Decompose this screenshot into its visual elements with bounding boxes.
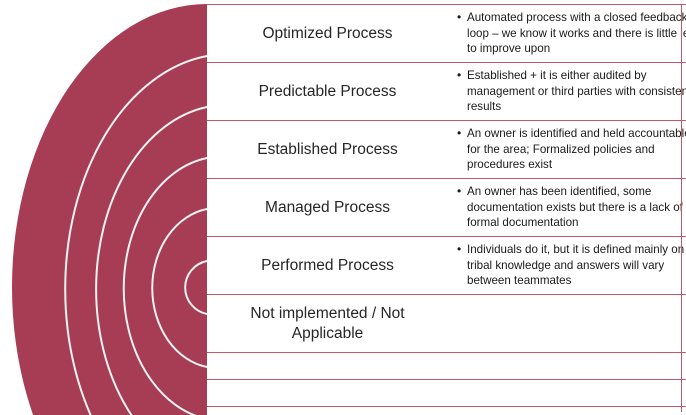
table-row[interactable]: Managed Process An owner has been identi… (207, 178, 686, 237)
stage-label: Managed Process (207, 178, 448, 237)
table-row[interactable]: Not implemented / Not Applicable (207, 294, 686, 353)
stage-description: An owner has been identified, some docum… (448, 178, 686, 237)
stage-label: Not implemented / Not Applicable (207, 294, 448, 353)
table-row[interactable] (207, 352, 686, 380)
stage-label (207, 379, 448, 407)
table-row[interactable]: Optimized Process Automated process with… (207, 4, 686, 63)
stage-description: An owner is identified and held accounta… (448, 120, 686, 179)
bullet-item: An owner is identified and held accounta… (457, 126, 686, 172)
bullet-item: Established + it is either audited by ma… (457, 68, 686, 114)
stage-label (207, 406, 448, 415)
stage-description (448, 352, 686, 380)
table-row[interactable] (207, 379, 686, 407)
stage-description: Individuals do it, but it is defined mai… (448, 236, 686, 295)
bullet-list: Individuals do it, but it is defined mai… (456, 242, 686, 288)
bullet-item: Automated process with a closed feedback… (457, 10, 686, 56)
bullet-list: Automated process with a closed feedback… (456, 10, 686, 56)
maturity-stage-table: Optimized Process Automated process with… (207, 4, 686, 415)
arc-outline-4 (122, 157, 208, 415)
arc-outline-2 (64, 55, 208, 415)
stage-label: Optimized Process (207, 4, 448, 63)
stage-label: Performed Process (207, 236, 448, 295)
arc-outline-6 (184, 260, 208, 315)
bullet-item: An owner has been identified, some docum… (457, 184, 686, 230)
bullet-list: An owner is identified and held accounta… (456, 126, 686, 172)
arc-outline-3 (95, 106, 208, 415)
table-row[interactable]: Predictable Process Established + it is … (207, 62, 686, 121)
stage-description: Automated process with a closed feedback… (448, 4, 686, 63)
table-row[interactable]: Performed Process Individuals do it, but… (207, 236, 686, 295)
stage-description (448, 379, 686, 407)
bullet-list: Established + it is either audited by ma… (456, 68, 686, 114)
bullet-item: Individuals do it, but it is defined mai… (457, 242, 686, 288)
stage-description: Established + it is either audited by ma… (448, 62, 686, 121)
arc-outline-5 (151, 208, 208, 368)
stage-label: Established Process (207, 120, 448, 179)
stage-description (448, 294, 686, 353)
stage-description (448, 406, 686, 415)
table-right-border (681, 4, 683, 412)
table-row[interactable] (207, 406, 686, 415)
bullet-list: An owner has been identified, some docum… (456, 184, 686, 230)
stage-label: Predictable Process (207, 62, 448, 121)
table-row[interactable]: Established Process An owner is identifi… (207, 120, 686, 179)
stage-label (207, 352, 448, 380)
